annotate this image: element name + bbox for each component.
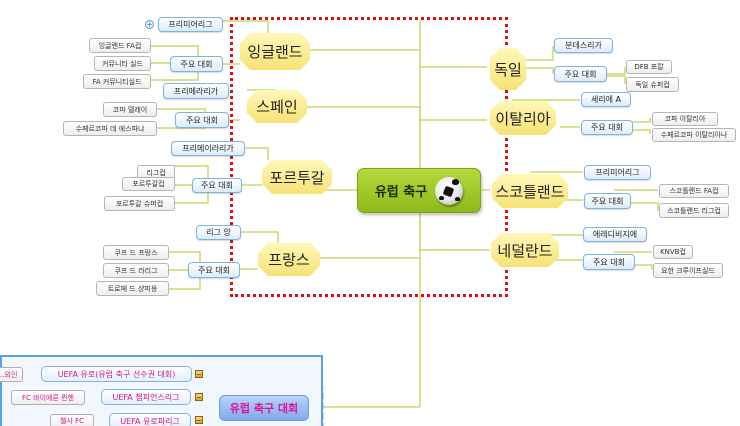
competitions-node-scotland[interactable]: 주요 대회 [584, 193, 631, 209]
competition-node[interactable]: 쿠프 드 프랑스 [103, 245, 169, 260]
competitions-node-spain[interactable]: 주요 대회 [175, 112, 229, 128]
competitions-node-portugal[interactable]: 주요 대회 [192, 178, 242, 193]
competition-node[interactable]: FA 커뮤니티실드 [83, 74, 151, 89]
competition-node[interactable]: 커뮤니티 실드 [94, 56, 151, 71]
league-node-england[interactable]: 프리미어리그 [158, 17, 223, 32]
note-icon[interactable] [195, 416, 203, 424]
competitions-node-england[interactable]: 주요 대회 [170, 56, 223, 72]
winner-node[interactable]: 첼시 FC [50, 414, 94, 426]
competitions-node-italy[interactable]: 주요 대회 [581, 120, 633, 135]
winner-node[interactable]: …외인 [0, 367, 23, 382]
competition-node[interactable]: 코파 델레이 [103, 102, 157, 117]
league-node-italy[interactable]: 세리에 A [581, 92, 631, 107]
competition-node[interactable]: 트로페 드 샹피옹 [96, 281, 169, 296]
expand-icon[interactable]: + [145, 20, 154, 29]
league-node-germany[interactable]: 분데스리가 [554, 38, 613, 53]
tournament-node-euro[interactable]: UEFA 유로(유럽 축구 선수권 대회) [41, 366, 192, 382]
competition-node[interactable]: 코파 이탈리아 [652, 112, 718, 126]
competition-node[interactable]: 수페르코파 데 에스파냐 [63, 121, 157, 136]
country-node-italy[interactable]: 이탈리아 [490, 101, 556, 135]
competition-node[interactable]: 독일 슈퍼컵 [626, 77, 679, 92]
country-node-england[interactable]: 잉글랜드 [240, 33, 310, 70]
competitions-node-france[interactable]: 주요 대회 [188, 262, 240, 278]
selection-box [230, 17, 508, 297]
country-node-netherlands[interactable]: 네덜란드 [491, 233, 559, 267]
competition-node[interactable]: 요한 크루이프실드 [653, 263, 723, 278]
competition-node[interactable]: 수페르코파 이탈리아나 [652, 128, 736, 142]
country-node-france[interactable]: 프랑스 [258, 243, 320, 276]
winner-node[interactable]: FC 바이에른 뮌헨 [11, 390, 85, 405]
country-node-spain[interactable]: 스페인 [247, 90, 307, 123]
competition-node[interactable]: 포르투갈컵 [122, 177, 175, 191]
competition-node[interactable]: 포르투갈 슈퍼컵 [104, 196, 175, 211]
competition-node[interactable]: KNVB컵 [653, 245, 693, 259]
note-icon[interactable] [195, 370, 203, 378]
tournament-node-europa-league[interactable]: UEFA 유로파리그 [109, 413, 191, 426]
country-node-scotland[interactable]: 스코틀랜드 [492, 174, 568, 208]
tournament-hub-node[interactable]: 유럽 축구 대회 [219, 395, 309, 421]
tournament-node-champions-league[interactable]: UEFA 챔피언스리그 [101, 389, 191, 405]
competition-node[interactable]: 잉글랜드 FA컵 [89, 38, 151, 53]
root-node[interactable]: 유럽 축구 [357, 168, 481, 213]
league-node-france[interactable]: 리그 앙 [196, 225, 241, 240]
league-node-netherlands[interactable]: 에레디비지에 [583, 227, 647, 242]
competition-node[interactable]: 스코틀랜드 리그컵 [659, 203, 729, 218]
competition-node[interactable]: 쿠프 드 라리그 [103, 263, 169, 278]
country-node-germany[interactable]: 독일 [490, 48, 526, 90]
league-node-spain[interactable]: 프리메라리가 [163, 83, 229, 99]
root-label: 유럽 축구 [374, 185, 428, 200]
country-node-portugal[interactable]: 포르투갈 [262, 160, 332, 194]
competitions-node-germany[interactable]: 주요 대회 [554, 66, 607, 82]
league-node-scotland[interactable]: 프리미어리그 [584, 165, 651, 180]
competition-node[interactable]: DFB 포칼 [626, 60, 672, 74]
note-icon[interactable] [195, 393, 203, 401]
league-node-portugal[interactable]: 프리메이라리가 [171, 141, 245, 156]
soccer-ball-icon [435, 176, 464, 205]
competition-node[interactable]: 스코틀랜드 FA컵 [659, 184, 729, 198]
competitions-node-netherlands[interactable]: 주요 대회 [583, 254, 635, 270]
